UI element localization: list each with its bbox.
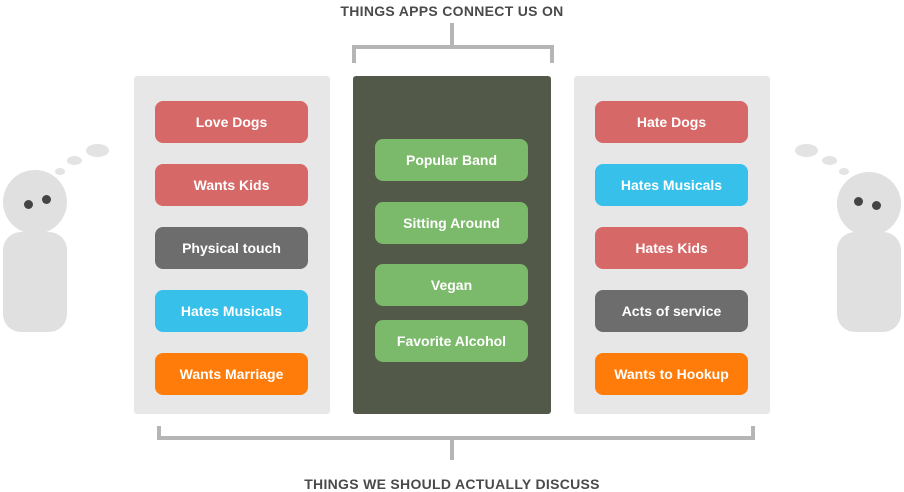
left-person-body [3,232,67,332]
chip-label: Favorite Alcohol [396,333,507,349]
right-chip-5: Wants to Hookup [595,353,748,395]
chip-label: Acts of service [621,303,722,319]
right-person-eye [872,201,881,210]
top-title: THINGS APPS CONNECT US ON [340,3,564,19]
bottom-bracket-stem [450,438,454,460]
left-panel: Love Dogs Wants Kids Physical touch Hate… [134,76,330,414]
chip-label: Wants Kids [193,177,270,193]
middle-panel: Popular Band Sitting Around Vegan Favori… [353,76,551,414]
chip-label: Hates Musicals [620,177,723,193]
right-person-body [837,232,901,332]
chip-label: Hates Kids [635,240,708,256]
chip-label: Hates Musicals [180,303,283,319]
middle-chip-3: Vegan [375,264,528,306]
chip-label: Physical touch [182,240,281,256]
right-chip-3: Hates Kids [595,227,748,269]
chip-label: Sitting Around [403,215,500,231]
chip-label: Hate Dogs [636,114,707,130]
left-person-eye [42,195,51,204]
middle-chip-4: Favorite Alcohol [375,320,528,362]
thought-bubble-medium [822,156,837,165]
thought-bubble-small [839,168,849,175]
top-bracket [352,45,554,63]
right-person-head [837,172,901,236]
thought-bubble-medium [67,156,82,165]
right-panel: Hate Dogs Hates Musicals Hates Kids Acts… [574,76,770,414]
right-chip-2: Hates Musicals [595,164,748,206]
left-person-eye [24,200,33,209]
left-chip-4: Hates Musicals [155,290,308,332]
left-person-head [3,170,67,234]
left-chip-5: Wants Marriage [155,353,308,395]
chip-label: Popular Band [405,152,497,168]
right-person-eye [854,197,863,206]
chip-label: Vegan [430,277,473,293]
left-chip-1: Love Dogs [155,101,308,143]
top-bracket-stem [450,23,454,47]
thought-bubble-small [55,168,65,175]
middle-chip-1: Popular Band [375,139,528,181]
thought-bubble-large [86,144,109,157]
chip-label: Wants Marriage [179,366,284,382]
middle-chip-2: Sitting Around [375,202,528,244]
bottom-bracket [157,426,755,440]
left-chip-3: Physical touch [155,227,308,269]
chip-label: Wants to Hookup [614,366,729,382]
thought-bubble-large [795,144,818,157]
chip-label: Love Dogs [195,114,268,130]
right-chip-1: Hate Dogs [595,101,748,143]
right-chip-4: Acts of service [595,290,748,332]
bottom-title: THINGS WE SHOULD ACTUALLY DISCUSS [304,476,600,492]
left-chip-2: Wants Kids [155,164,308,206]
